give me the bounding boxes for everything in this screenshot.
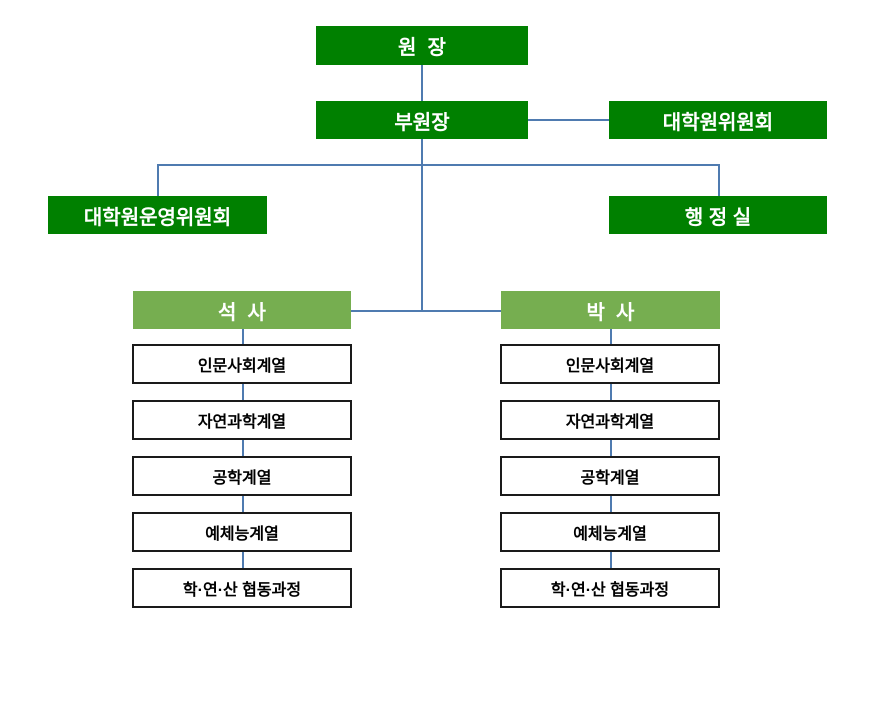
connector-right-seg [610,552,612,569]
node-masters-division-arts-sports: 예체능계열 [132,512,352,552]
node-doctoral: 박 사 [501,291,720,329]
connector-right-seg [610,384,612,401]
connector-vice-down [421,139,423,311]
connector-drop-admin [718,164,720,197]
connector-left-seg [242,440,244,457]
connector-drop-operating [157,164,159,197]
node-masters-division-humanities: 인문사회계열 [132,344,352,384]
node-admin-office: 행 정 실 [609,196,827,234]
node-operating-committee: 대학원운영위원회 [48,196,267,234]
connector-masters-doctoral [351,310,501,312]
connector-left-seg [242,552,244,569]
node-masters: 석 사 [133,291,351,329]
connector-left-seg [242,329,244,345]
connector-right-seg [610,329,612,345]
node-doctoral-division-humanities: 인문사회계열 [500,344,720,384]
node-doctoral-division-engineering: 공학계열 [500,456,720,496]
connector-tier2-horizontal [157,164,718,166]
node-doctoral-division-arts-sports: 예체능계열 [500,512,720,552]
node-masters-division-natural-sciences: 자연과학계열 [132,400,352,440]
node-doctoral-division-natural-sciences: 자연과학계열 [500,400,720,440]
connector-director-vice [421,65,423,102]
node-masters-division-engineering: 공학계열 [132,456,352,496]
node-director: 원 장 [316,26,528,65]
node-masters-division-cooperative: 학·연·산 협동과정 [132,568,352,608]
connector-left-seg [242,384,244,401]
connector-left-seg [242,496,244,513]
node-doctoral-division-cooperative: 학·연·산 협동과정 [500,568,720,608]
node-graduate-committee: 대학원위원회 [609,101,827,139]
connector-vice-committee [528,119,609,121]
connector-right-seg [610,496,612,513]
node-vice-director: 부원장 [316,101,528,139]
connector-right-seg [610,440,612,457]
